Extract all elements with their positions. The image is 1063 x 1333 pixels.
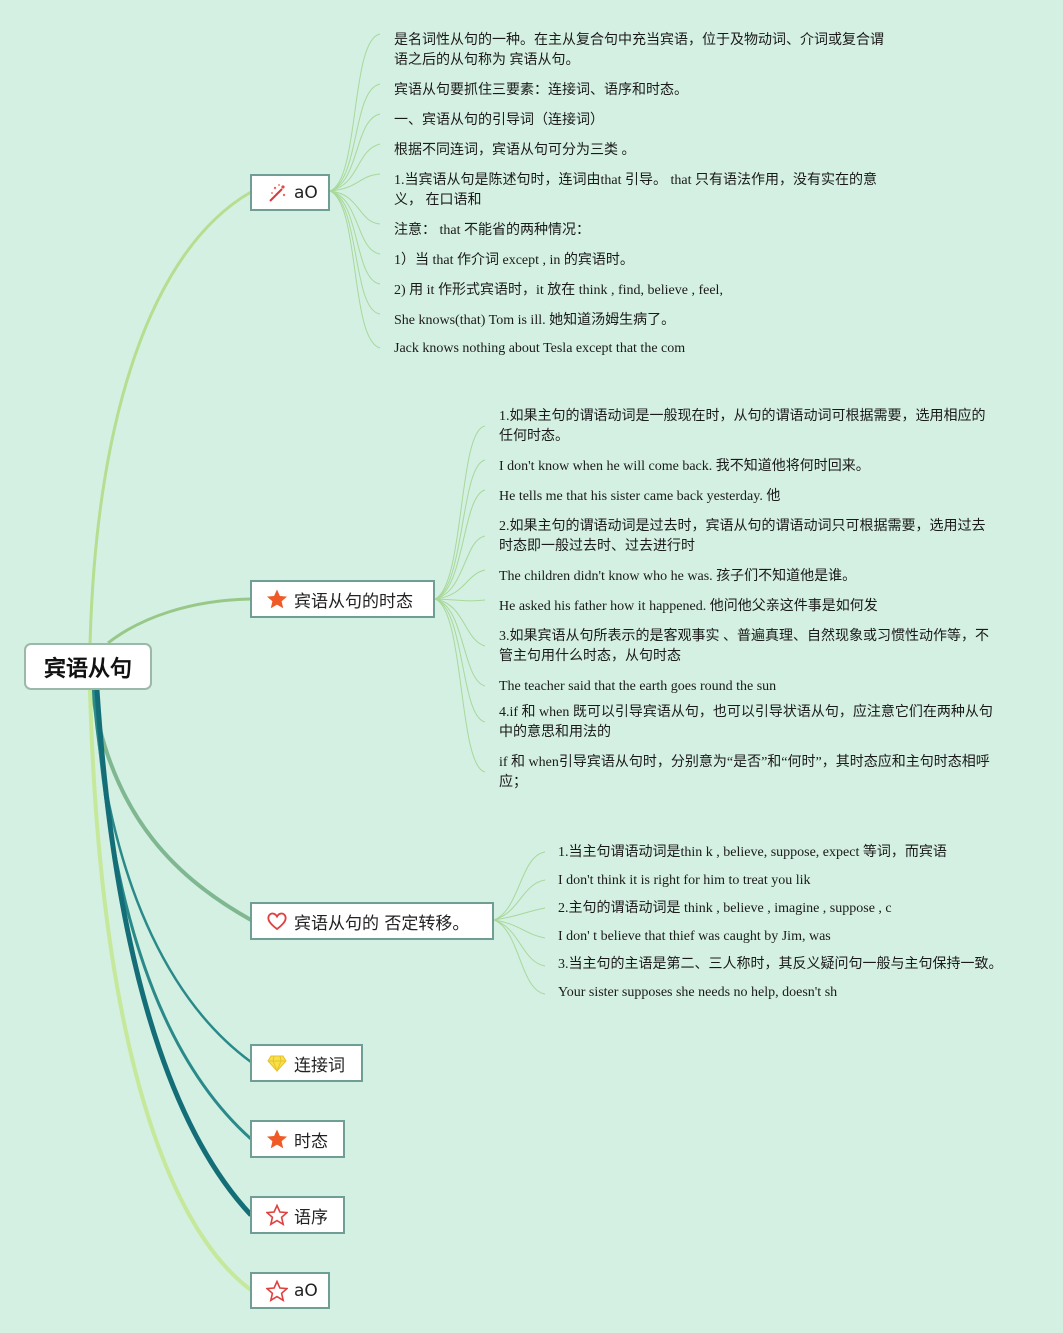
star-outline-icon <box>266 1204 288 1226</box>
branch-node-tense2[interactable]: 时态 <box>250 1120 345 1158</box>
leaf-text[interactable]: Your sister supposes she needs no help, … <box>558 985 838 1000</box>
link-root-tense2 <box>93 689 253 1141</box>
leaf-text[interactable]: 一、宾语从句的引导词（连接词） <box>394 113 604 128</box>
magic-wand-icon <box>266 182 288 204</box>
leaf-text[interactable]: I don't think it is right for him to tre… <box>558 873 811 888</box>
leaf-links-tense <box>434 425 486 773</box>
branch-label: 时态 <box>294 1131 328 1152</box>
root-node[interactable]: 宾语从句 <box>24 643 152 690</box>
branch-label: 宾语从句的 否定转移。 <box>294 913 470 934</box>
branch-label: 语序 <box>294 1207 328 1228</box>
leaf-text[interactable]: 2.如果主句的谓语动词是过去时，宾语从句的谓语动词只可根据需要，选用过去时态即一… <box>499 519 986 554</box>
leaf-links-aO <box>329 33 381 349</box>
leaf-text[interactable]: He asked his father how it happened. 他问他… <box>499 599 878 614</box>
leaf-text[interactable]: 2.主句的谓语动词是 think , believe , imagine , s… <box>558 901 892 916</box>
leaf-text[interactable]: 1.如果主句的谓语动词是一般现在时，从句的谓语动词可根据需要，选用相应的任何时态… <box>499 409 986 444</box>
leaf-text[interactable]: 1.当宾语从句是陈述句时，连词由that 引导。 that 只有语法作用，没有实… <box>394 173 877 208</box>
leaf-text[interactable]: He tells me that his sister came back ye… <box>499 489 781 504</box>
leaf-text[interactable]: 注意： that 不能省的两种情况： <box>394 223 590 238</box>
leaf-text[interactable]: 3.当主句的主语是第二、三人称时，其反义疑问句一般与主句保持一致。 <box>558 957 1003 972</box>
leaf-links-negation <box>493 851 546 995</box>
leaf-text[interactable]: 根据不同连词，宾语从句可分为三类 。 <box>394 143 636 158</box>
leaf-text[interactable]: 是名词性从句的一种。在主从复合句中充当宾语，位于及物动词、介词或复合谓语之后的从… <box>394 33 884 68</box>
leaf-text[interactable]: She knows(that) Tom is ill. 她知道汤姆生病了。 <box>394 313 676 328</box>
branch-node-negation[interactable]: 宾语从句的 否定转移。 <box>250 902 494 940</box>
leaf-text[interactable]: if 和 when引导宾语从句时，分别意为“是否”和“何时”，其时态应和主句时态… <box>499 755 990 790</box>
orange-star-icon <box>266 1128 288 1150</box>
leaf-text[interactable]: 宾语从句要抓住三要素：连接词、语序和时态。 <box>394 83 688 98</box>
branch-node-aO[interactable]: aO <box>250 174 330 211</box>
link-root-tense <box>107 597 252 645</box>
branch-label: aO <box>294 1280 318 1301</box>
orange-star-icon <box>266 588 288 610</box>
link-root-order <box>94 689 253 1217</box>
leaf-text[interactable]: Jack knows nothing about Tesla except th… <box>394 341 686 356</box>
branch-label: 宾语从句的时态 <box>294 591 413 612</box>
branch-node-tense[interactable]: 宾语从句的时态 <box>250 580 435 618</box>
branch-label: aO <box>294 182 318 203</box>
leaf-text[interactable]: The children didn't know who he was. 孩子们… <box>499 569 857 584</box>
branch-node-connective[interactable]: 连接词 <box>250 1044 363 1082</box>
branch-node-aO-2[interactable]: aO <box>250 1272 330 1309</box>
leaf-text[interactable]: 1）当 that 作介词 except , in 的宾语时。 <box>394 253 634 268</box>
leaf-text[interactable]: 4.if 和 when 既可以引导宾语从句，也可以引导状语从句，应注意它们在两种… <box>499 705 993 740</box>
branch-label: 连接词 <box>294 1055 345 1076</box>
leaf-text[interactable]: I don't know when he will come back. 我不知… <box>499 459 870 474</box>
branch-node-order[interactable]: 语序 <box>250 1196 345 1234</box>
link-root-aO <box>88 190 252 646</box>
root-label: 宾语从句 <box>43 656 132 682</box>
diamond-icon <box>266 1052 288 1074</box>
leaf-text[interactable]: 2) 用 it 作形式宾语时，it 放在 think , find, belie… <box>394 283 723 298</box>
star-outline-icon <box>266 1279 288 1302</box>
leaf-text[interactable]: I don' t believe that thief was caught b… <box>558 929 831 944</box>
leaf-text[interactable]: 1.当主句谓语动词是thin k , believe, suppose, exp… <box>558 845 947 860</box>
link-root-aO2 <box>88 689 253 1292</box>
link-root-negation <box>90 689 252 922</box>
heart-icon <box>266 910 288 932</box>
leaf-text[interactable]: The teacher said that the earth goes rou… <box>499 679 777 694</box>
leaf-text[interactable]: 3.如果宾语从句所表示的是客观事实 、普遍真理、自然现象或习惯性动作等，不管主句… <box>499 629 989 664</box>
